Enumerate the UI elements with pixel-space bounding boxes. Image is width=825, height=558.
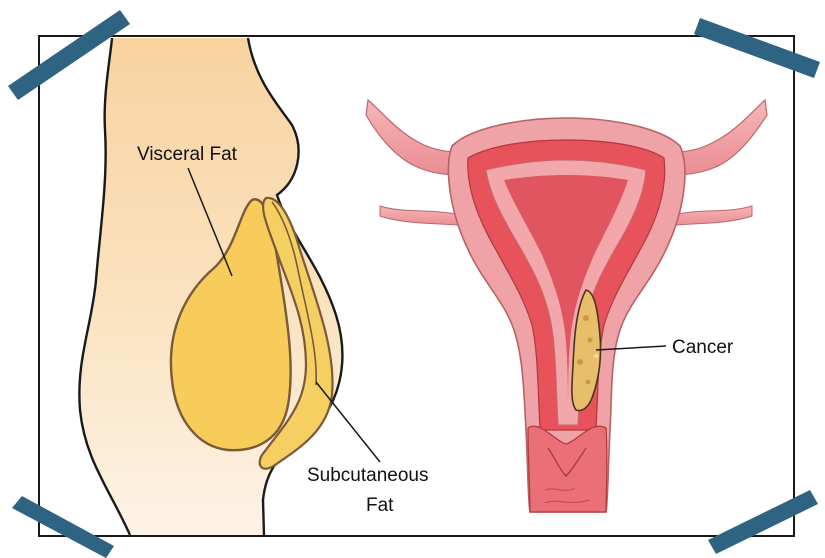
visceral-fat-label: Visceral Fat <box>137 144 238 165</box>
cancer-label: Cancer <box>672 337 734 358</box>
subcutaneous-fat-label-line1: Subcutaneous <box>307 465 429 486</box>
tumor-spot <box>577 359 583 365</box>
tumor-spot <box>588 338 593 343</box>
tumor-spot <box>594 354 598 358</box>
tumor-spot <box>583 315 589 321</box>
subcutaneous-fat-label-line2: Fat <box>366 495 394 516</box>
tumor-spot <box>586 380 591 385</box>
